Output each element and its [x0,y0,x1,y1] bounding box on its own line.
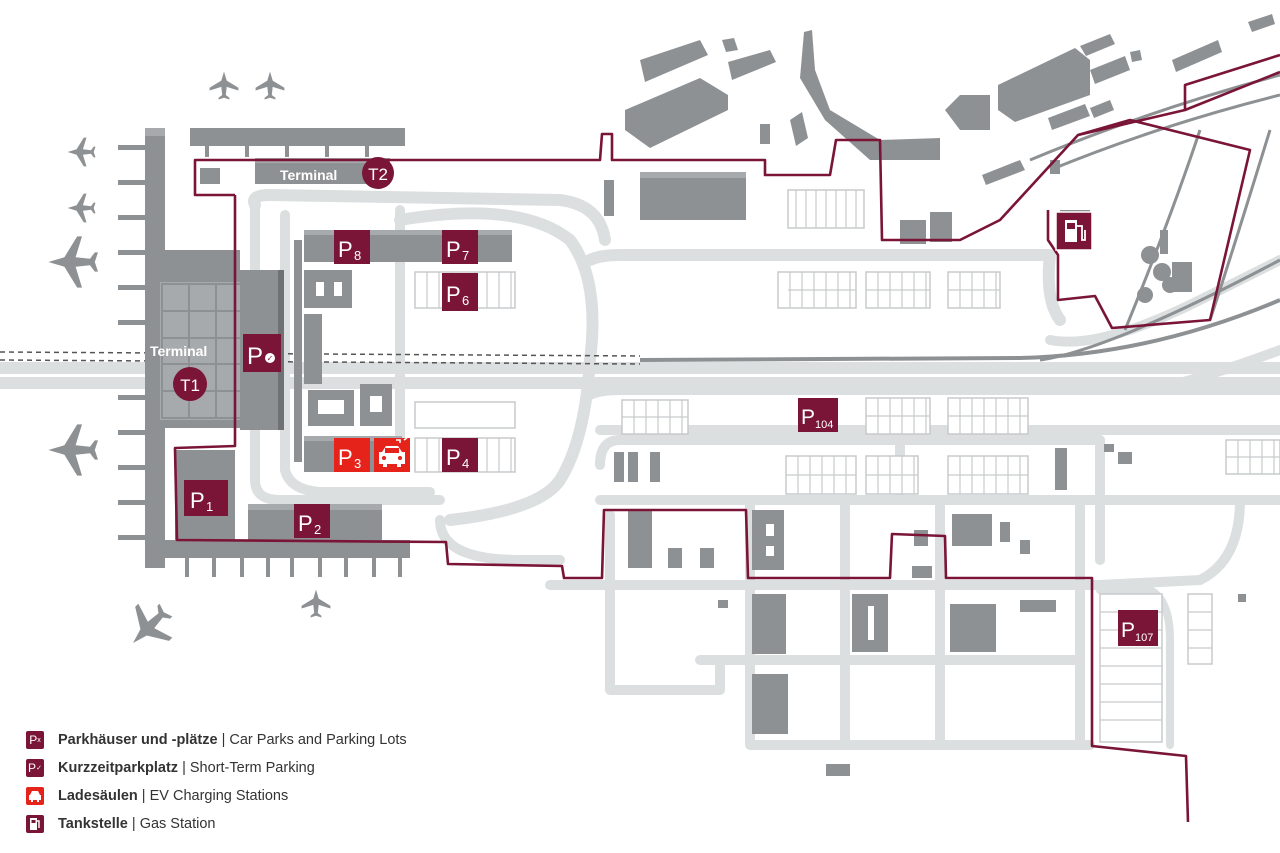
svg-text:P: P [446,237,461,262]
terminal-2-word: Terminal [280,167,337,183]
svg-text:P: P [1121,619,1135,642]
svg-text:P: P [338,237,353,262]
svg-text:P: P [446,445,461,470]
parking-lots [414,189,1280,743]
parking-area-boundary [173,53,1280,823]
terminal-buildings [118,128,410,577]
legend-label-en: Car Parks and Parking Lots [229,732,407,748]
svg-text:2: 2 [314,522,321,537]
parking-marker-p104[interactable]: P 104 [798,398,838,432]
svg-text:4: 4 [462,456,469,471]
legend-item-short-term: P✓ Kurzzeitparkplatz | Short-Term Parkin… [26,754,486,782]
aircraft-icon [116,593,183,660]
parking-marker-p4[interactable]: P 4 [442,438,478,472]
parking-marker-p3[interactable]: P 3 [334,438,370,472]
legend-item-ev: Ladesäulen | EV Charging Stations [26,782,486,810]
svg-text:P: P [247,343,263,370]
svg-text:107: 107 [1135,632,1153,644]
road-network [0,189,1280,750]
legend-label-en: Short-Term Parking [189,760,315,776]
parking-marker-p2[interactable]: P 2 [294,504,330,538]
legend-label-en: Gas Station [139,816,216,832]
svg-text:P: P [446,282,461,307]
svg-text:P: P [190,488,205,513]
svg-text:P: P [298,511,313,536]
svg-text:P: P [338,445,353,470]
svg-text:6: 6 [462,293,469,308]
aircraft-icon [67,137,96,167]
aircraft-icon [48,236,98,288]
svg-text:1: 1 [206,499,213,514]
parking-marker-p8[interactable]: P 8 [334,230,370,264]
aircraft-icon [255,71,285,100]
terminal-2-label: Terminal T2 [280,157,394,189]
legend-label-en: EV Charging Stations [149,788,289,804]
svg-text:P: P [801,406,815,429]
parking-marker-short-term[interactable]: P ✓ [243,334,281,372]
svg-text:104: 104 [815,419,833,431]
ev-charging-icon [26,787,44,805]
svg-text:7: 7 [462,248,469,263]
aircraft-icon [48,424,98,476]
short-term-parking-icon: P✓ [26,759,44,777]
svg-text:✓: ✓ [267,354,274,363]
legend-label-de: Tankstelle [58,816,128,832]
parking-marker-p6[interactable]: P 6 [442,273,478,311]
legend-label-de: Kurzzeitparkplatz [58,760,179,776]
legend-label-de: Parkhäuser und -plätze [58,732,218,748]
fuel-pump-icon[interactable] [1055,211,1093,251]
gas-station-icon [26,815,44,833]
parking-marker-p107[interactable]: P 107 [1118,610,1158,646]
terminal-1-code: T1 [180,376,200,395]
terminal-1-word: Terminal [150,343,207,359]
aircraft-icon [209,71,239,100]
parking-marker-p1[interactable]: P 1 [184,480,228,516]
aircraft-icon [67,193,96,223]
aircraft-icon [301,589,331,618]
legend-item-gas: Tankstelle | Gas Station [26,810,486,838]
parking-marker-p7[interactable]: P 7 [442,230,478,264]
svg-text:8: 8 [354,248,361,263]
terminal-1-label: Terminal T1 [150,343,207,401]
svg-text:3: 3 [354,456,361,471]
legend-label-de: Ladesäulen [58,788,138,804]
terminal-2-code: T2 [368,165,388,184]
ev-charging-car-icon[interactable] [374,437,410,472]
